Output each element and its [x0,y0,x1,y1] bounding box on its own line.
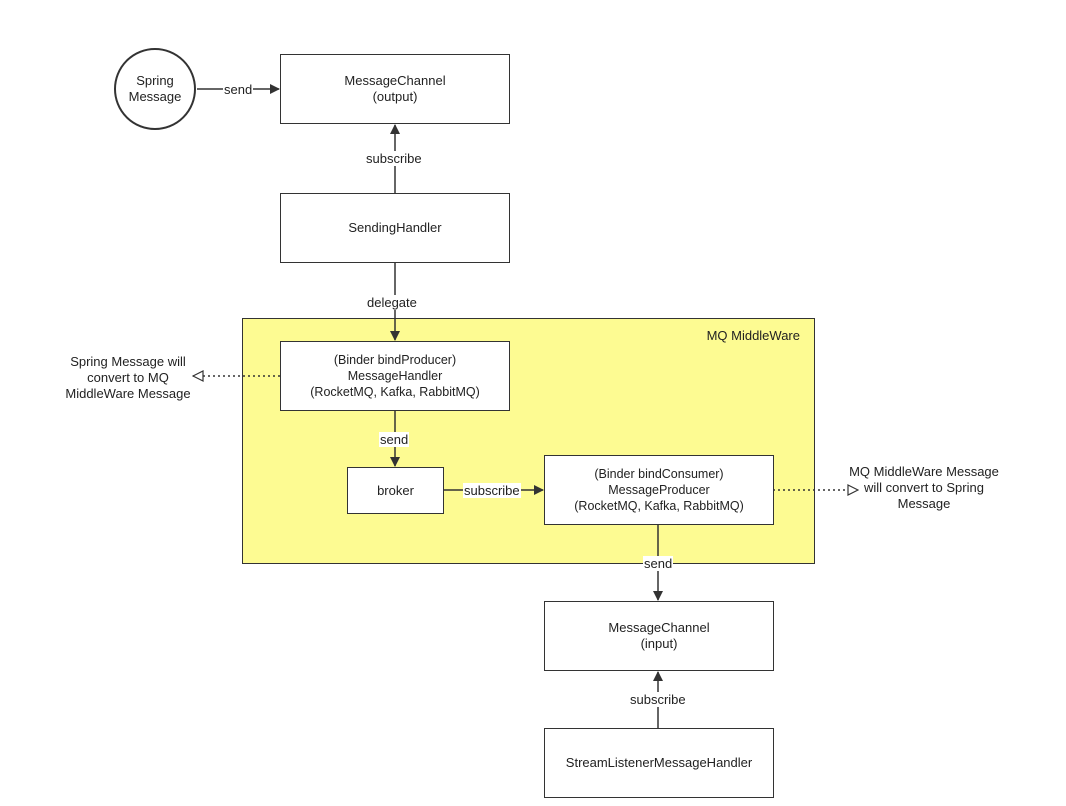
channel-output-line-2: (output) [372,89,418,104]
note-right-line-1: MQ MiddleWare Message [849,464,999,479]
region-title: MQ MiddleWare [706,328,800,343]
stream-listener-node: StreamListenerMessageHandler [544,728,774,798]
note-left-line-1: Spring Message will [70,354,186,369]
edge-label-delegate: delegate [366,295,418,310]
edge-label-subscribe-3: subscribe [629,692,687,707]
broker-label: broker [377,482,414,498]
message-channel-input-node: MessageChannel (input) [544,601,774,671]
spring-message-node: Spring Message [114,48,196,130]
message-handler-line-1: (Binder bindProducer) [333,353,457,367]
message-producer-node: (Binder bindConsumer) MessageProducer (R… [544,455,774,525]
sending-handler-label: SendingHandler [348,220,442,235]
note-left-line-3: MiddleWare Message [65,386,191,401]
spring-message-line-2: Message [128,89,182,104]
note-right: MQ MiddleWare Message will convert to Sp… [839,464,1009,512]
channel-input-line-1: MessageChannel [608,620,710,635]
message-channel-output-node: MessageChannel (output) [280,54,510,124]
note-left-line-2: convert to MQ [87,370,169,385]
message-producer-line-1: (Binder bindConsumer) [594,467,724,481]
edge-label-subscribe-2: subscribe [463,483,521,498]
spring-message-line-1: Spring [136,73,174,88]
message-handler-line-3: (RocketMQ, Kafka, RabbitMQ) [310,385,480,399]
broker-node: broker [347,467,444,514]
message-producer-line-2: MessageProducer [608,483,710,497]
stream-listener-label: StreamListenerMessageHandler [565,755,753,770]
message-producer-line-3: (RocketMQ, Kafka, RabbitMQ) [574,499,744,513]
note-right-line-2: will convert to Spring [864,480,984,495]
message-handler-line-2: MessageHandler [347,369,443,383]
edge-label-send-1: send [223,82,254,97]
channel-input-line-2: (input) [640,636,678,651]
edge-label-send-3: send [643,556,674,571]
sending-handler-node: SendingHandler [280,193,510,263]
channel-output-line-1: MessageChannel [344,73,446,88]
note-left: Spring Message will convert to MQ Middle… [55,354,201,402]
message-handler-node: (Binder bindProducer) MessageHandler (Ro… [280,341,510,411]
note-right-line-3: Message [897,496,951,511]
edge-label-send-2: send [379,432,410,447]
edge-label-subscribe-1: subscribe [365,151,423,166]
